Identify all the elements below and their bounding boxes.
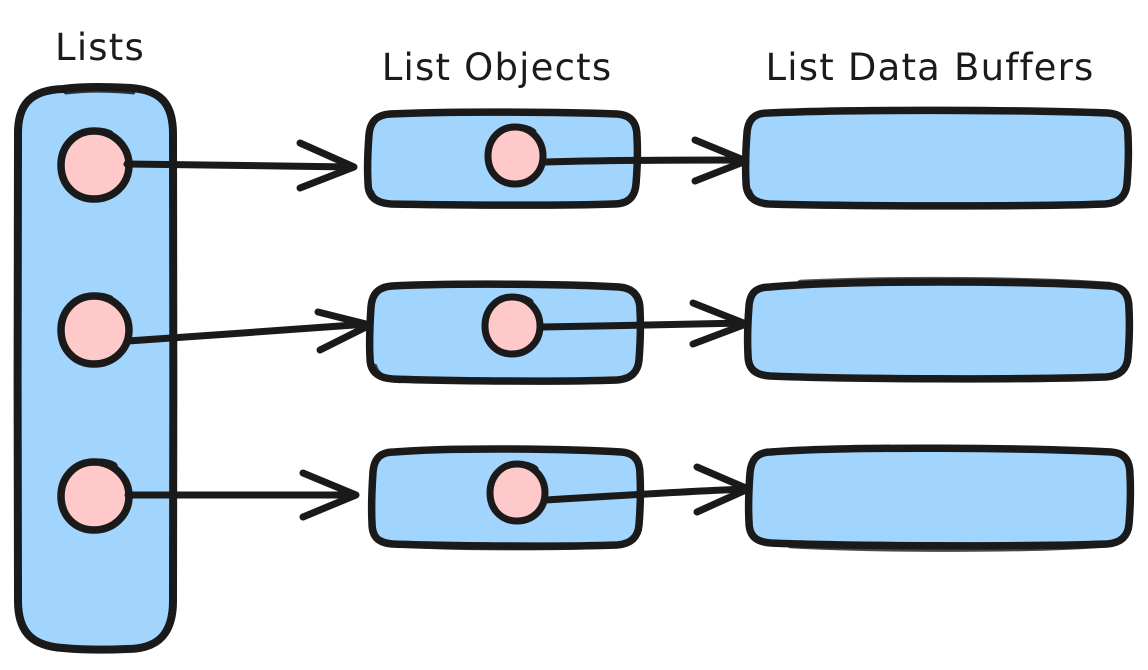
arrow-head-icon: [689, 299, 750, 348]
list-object-2-pointer-outline: [481, 293, 544, 358]
edge-line: [537, 319, 748, 331]
list-object-3-pointer-outline: [486, 460, 549, 525]
list-data-buffer-2-outline: [743, 278, 1134, 383]
list-slot-3-outline: [57, 458, 133, 534]
edge-list-object-3-to-buffer-3: [541, 463, 752, 516]
list-slot-1[interactable]: [57, 127, 133, 203]
column-titles: Lists List Objects List Data Buffers: [55, 26, 1094, 89]
list-data-buffer-3[interactable]: [744, 444, 1135, 552]
arrow-head-icon: [691, 136, 750, 185]
list-slot-1-fill: [61, 131, 129, 199]
list-object-2-outline-overdraw: [372, 363, 403, 384]
list-data-buffer-2-fill: [748, 285, 1129, 375]
lists-container[interactable]: [13, 83, 178, 654]
edge-line: [123, 160, 356, 171]
list-data-buffer-1-outline-overdraw: [747, 188, 778, 208]
list-object-3-pointer-fill: [491, 464, 545, 520]
lists-container-fill: [18, 89, 173, 648]
list-object-1-pointer-fill: [489, 127, 543, 183]
arrow-head-icon: [296, 139, 358, 192]
list-object-2-pointer-fill: [486, 297, 540, 353]
list-object-1-outline: [363, 108, 642, 209]
list-slot-2[interactable]: [57, 292, 133, 368]
list-slot-3-fill: [61, 462, 129, 530]
edge-list-object-1-to-buffer-1: [541, 136, 750, 185]
list-slot-2-fill: [61, 296, 129, 364]
list-data-buffer-2[interactable]: [743, 276, 1134, 383]
arrow-head-icon: [299, 469, 360, 521]
edge-line: [124, 320, 372, 345]
edge-line: [541, 156, 748, 166]
column-title-list-data-buffers: List Data Buffers: [765, 46, 1094, 89]
edge-list-slot-3-to-list-object-3: [124, 469, 360, 521]
arrow-head-icon: [314, 308, 374, 354]
list-object-2-pointer[interactable]: [481, 293, 544, 358]
list-data-buffer-1[interactable]: [741, 106, 1133, 210]
list-object-2-outline: [365, 280, 645, 385]
list-data-buffer-3-outline-overdraw: [787, 542, 1113, 552]
edge-line: [541, 485, 750, 504]
list-object-3-outline-overdraw: [392, 542, 619, 551]
list-object-3-pointer[interactable]: [486, 460, 549, 525]
list-slot-1-outline: [57, 127, 133, 203]
column-title-lists: Lists: [55, 26, 145, 69]
list-slot-2-outline: [57, 292, 133, 368]
edge-list-slot-2-to-list-object-2: [124, 308, 374, 354]
edge-list-object-2-to-buffer-2: [537, 299, 750, 348]
arrow-head-icon: [693, 463, 752, 516]
lists-container-outline-overdraw: [63, 87, 136, 95]
edge-list-slot-1-to-list-object-1: [123, 139, 358, 192]
list-data-buffer-2-outline-overdraw: [797, 276, 1113, 287]
list-object-1-pointer[interactable]: [484, 123, 547, 188]
list-data-buffer-3-fill: [749, 451, 1130, 544]
list-data-buffer-1-fill: [746, 113, 1128, 203]
list-data-buffer-1-outline: [741, 106, 1133, 210]
list-object-1-pointer-outline: [484, 123, 547, 188]
list-object-1-outline-overdraw: [369, 189, 399, 208]
list-slot-3[interactable]: [57, 458, 133, 534]
column-title-list-objects: List Objects: [382, 46, 613, 89]
lists-container-outline: [13, 83, 178, 654]
